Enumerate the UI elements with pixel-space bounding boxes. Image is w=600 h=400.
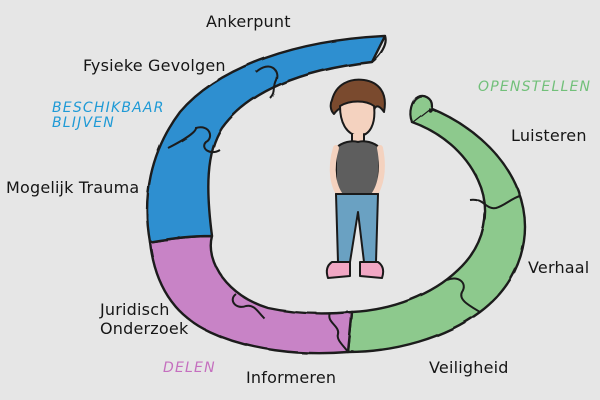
label-juridisch-onderzoek: Juridisch Onderzoek xyxy=(100,300,188,338)
label-verhaal: Verhaal xyxy=(528,258,590,277)
label-veiligheid: Veiligheid xyxy=(429,358,509,377)
phase-beschikbaar-blijven: BESCHIKBAAR BLIJVEN xyxy=(52,100,165,132)
phase-delen: DELEN xyxy=(163,360,216,376)
label-mogelijk-trauma: Mogelĳk Trauma xyxy=(6,178,140,197)
label-fysieke-gevolgen: Fysieke Gevolgen xyxy=(83,56,226,75)
label-juridisch-line1: Juridisch xyxy=(100,300,170,319)
label-luisteren: Luisteren xyxy=(511,126,587,145)
phase-openstellen: OPENSTELLEN xyxy=(478,79,592,95)
phase-beschikbaar-line1: BESCHIKBAAR xyxy=(52,100,165,116)
label-informeren: Informeren xyxy=(246,368,337,387)
blue-segment xyxy=(145,34,387,244)
green-segment xyxy=(346,94,527,354)
phase-beschikbaar-line2: BLIJVEN xyxy=(52,115,115,132)
girl-figure-icon xyxy=(325,78,386,279)
label-ankerpunt: Ankerpunt xyxy=(206,12,291,31)
label-juridisch-line2: Onderzoek xyxy=(100,319,189,339)
